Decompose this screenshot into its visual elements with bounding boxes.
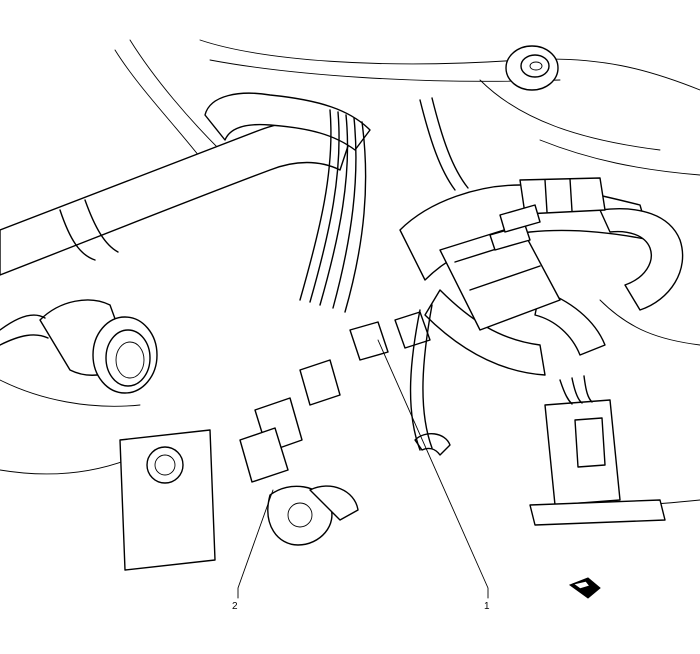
coolant-hose xyxy=(0,120,351,276)
body-panel-outlines xyxy=(0,39,700,507)
side-connector xyxy=(529,375,666,526)
callout-label-2: 2 xyxy=(232,601,238,612)
connector-housing xyxy=(439,204,561,331)
cable-clip xyxy=(409,304,451,456)
small-connectors xyxy=(239,311,431,483)
hose-fitting xyxy=(0,299,158,394)
engine-bracket xyxy=(119,429,359,571)
leader-lines xyxy=(237,339,489,599)
leader-line-2 xyxy=(237,489,274,599)
grommet xyxy=(505,45,559,91)
wire-bundle xyxy=(299,97,469,313)
callout-label-1: 1 xyxy=(484,601,490,612)
upper-hose xyxy=(204,92,371,151)
view-direction-arrow-icon xyxy=(568,577,601,599)
leader-line-1 xyxy=(377,339,489,599)
